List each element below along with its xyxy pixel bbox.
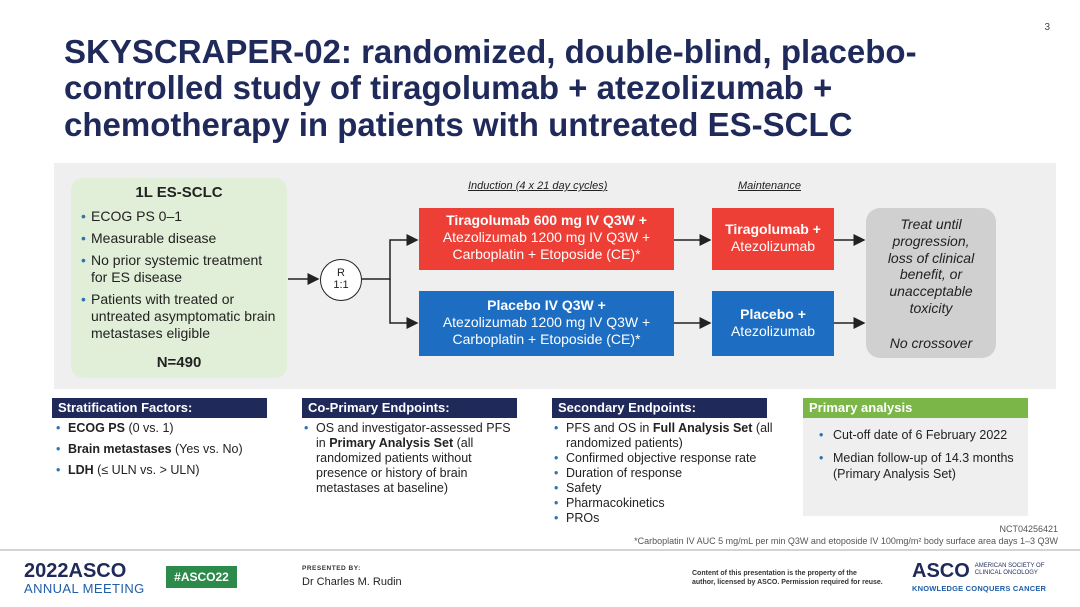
co-primary-item: OS and investigator-assessed PFS in Prim… (304, 421, 519, 496)
society-abbr: ASCO (912, 560, 970, 582)
primary-analysis-item: Median follow-up of 14.3 months (Primary… (819, 451, 1018, 482)
society-tagline: KNOWLEDGE CONQUERS CANCER (912, 584, 1047, 593)
footnote: *Carboplatin IV AUC 5 mg/mL per min Q3W … (634, 536, 1058, 546)
arm-line: Carboplatin + Etoposide (CE)* (452, 246, 641, 263)
arm-line: Atezolizumab 1200 mg IV Q3W + (442, 314, 651, 331)
meeting-year: 2022 (24, 560, 69, 582)
eligibility-item: ECOG PS 0–1 (81, 208, 277, 225)
presented-by-label: PRESENTED BY: (302, 565, 361, 572)
treat-line: toxicity (909, 299, 953, 316)
secondary-item: PFS and OS in Full Analysis Set (all ran… (554, 421, 779, 451)
arrow-to-arm-a (362, 234, 419, 280)
co-primary-header: Co-Primary Endpoints: (302, 398, 517, 418)
co-primary-list: OS and investigator-assessed PFS in Prim… (304, 421, 519, 496)
arm-line: Atezolizumab (730, 238, 816, 255)
title-line: controlled study of tiragolumab + atezol… (64, 69, 833, 107)
eligibility-item: No prior systemic treatment for ES disea… (81, 252, 277, 286)
stratification-item: LDH (≤ ULN vs. > ULN) (56, 463, 271, 478)
induction-arm-placebo: Placebo IV Q3W + Atezolizumab 1200 mg IV… (419, 291, 674, 356)
secondary-list: PFS and OS in Full Analysis Set (all ran… (554, 421, 779, 526)
stratification-header: Stratification Factors: (52, 398, 267, 418)
randomization-ratio: 1:1 (333, 278, 349, 291)
secondary-item: Safety (554, 481, 779, 496)
meeting-logo: 2022ASCO ANNUAL MEETING (24, 561, 145, 596)
treat-line: unacceptable (889, 283, 973, 300)
treat-line: Treat until (900, 216, 962, 232)
primary-analysis-item: Cut-off date of 6 February 2022 (819, 428, 1018, 444)
presenter-name: Dr Charles M. Rudin (302, 576, 402, 588)
arrow-to-arm-b (389, 279, 419, 329)
primary-analysis-header: Primary analysis (803, 398, 1028, 418)
page-number: 3 (1044, 22, 1050, 33)
eligibility-item: Measurable disease (81, 230, 277, 247)
society-name: AMERICAN SOCIETY OF CLINICAL ONCOLOGY (974, 563, 1045, 577)
slide-title: SKYSCRAPER-02: randomized, double-blind,… (64, 33, 1024, 143)
secondary-item: Pharmacokinetics (554, 496, 779, 511)
maintenance-arm-placebo: Placebo + Atezolizumab (712, 291, 834, 356)
eligibility-title: 1L ES-SCLC (135, 184, 223, 201)
arm-line: Placebo IV Q3W + (487, 297, 606, 313)
randomization-label: R (337, 267, 345, 279)
rights-notice: Content of this presentation is the prop… (692, 570, 883, 587)
arm-line: Carboplatin + Etoposide (CE)* (452, 331, 641, 348)
secondary-item: Confirmed objective response rate (554, 451, 779, 466)
arm-line: Atezolizumab (730, 323, 816, 340)
randomization-node: R 1:1 (320, 259, 362, 301)
arm-line: Tiragolumab 600 mg IV Q3W + (446, 212, 647, 228)
footer-divider (0, 549, 1080, 551)
stratification-list: ECOG PS (0 vs. 1) Brain metastases (Yes … (56, 421, 271, 484)
maintenance-arm-tiragolumab: Tiragolumab + Atezolizumab (712, 208, 834, 270)
induction-label: Induction (4 x 21 day cycles) (468, 180, 608, 192)
eligibility-item: Patients with treated or untreated asymp… (81, 291, 277, 342)
hashtag-badge: #ASCO22 (166, 566, 237, 588)
arm-line: Placebo + (740, 306, 806, 322)
secondary-header: Secondary Endpoints: (552, 398, 767, 418)
meeting-org: ASCO (68, 560, 127, 582)
sample-size: N=490 (156, 354, 202, 371)
trial-id: NCT04256421 (999, 524, 1058, 534)
no-crossover: No crossover (889, 334, 973, 351)
eligibility-box: 1L ES-SCLC ECOG PS 0–1 Measurable diseas… (71, 178, 287, 378)
eligibility-list: ECOG PS 0–1 Measurable disease No prior … (81, 208, 277, 343)
arm-line: Tiragolumab + (725, 221, 821, 237)
meeting-name: ANNUAL MEETING (24, 581, 145, 596)
secondary-item: Duration of response (554, 466, 779, 481)
asco-society-logo: ASCO AMERICAN SOCIETY OF CLINICAL ONCOLO… (912, 561, 1055, 593)
stratification-item: Brain metastases (Yes vs. No) (56, 442, 271, 457)
treat-line: benefit, or (899, 266, 963, 283)
maintenance-label: Maintenance (738, 180, 801, 192)
treat-line: progression, (892, 232, 970, 249)
arm-line: Atezolizumab 1200 mg IV Q3W + (442, 229, 651, 246)
treatment-duration-box: Treat until progression, loss of clinica… (866, 208, 996, 358)
title-line: chemotherapy in patients with untreated … (64, 105, 853, 143)
title-line: SKYSCRAPER-02: randomized, double-blind,… (64, 33, 917, 70)
treat-line: loss of clinical (887, 249, 975, 266)
secondary-item: PROs (554, 511, 779, 526)
stratification-item: ECOG PS (0 vs. 1) (56, 421, 271, 436)
induction-arm-tiragolumab: Tiragolumab 600 mg IV Q3W + Atezolizumab… (419, 208, 674, 270)
primary-analysis-box: Cut-off date of 6 February 2022 Median f… (803, 418, 1028, 516)
